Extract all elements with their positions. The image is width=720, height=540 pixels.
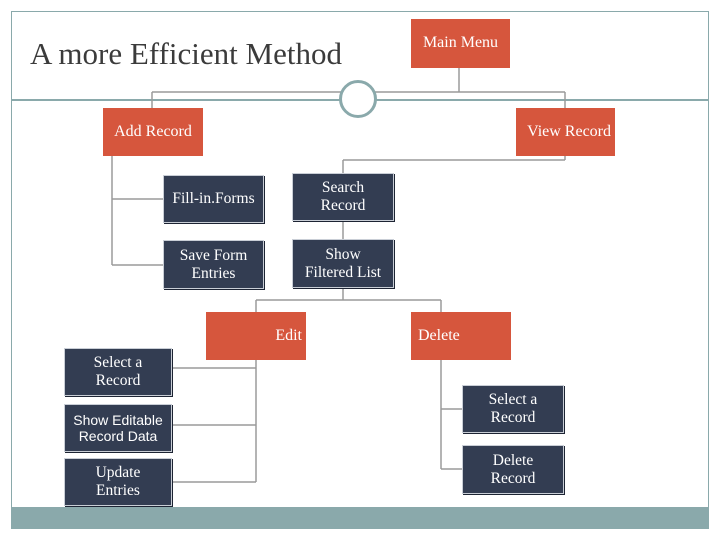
node-save-form-entries: Save Form Entries — [163, 240, 264, 289]
node-search-record: Search Record — [292, 173, 394, 221]
node-delete-select-record: Select a Record — [462, 385, 564, 433]
node-delete-label: Delete — [418, 326, 460, 344]
slide-title: A more Efficient Method — [30, 36, 342, 71]
footer-band — [12, 507, 708, 528]
node-delete-select-record-label: Select a Record — [488, 391, 538, 426]
node-view-record-label: View Record — [527, 122, 611, 140]
node-edit-label: Edit — [275, 326, 302, 344]
node-show-filtered-list-label: Show Filtered List — [304, 245, 382, 281]
node-update-entries: Update Entries — [64, 458, 172, 506]
node-edit-select-record: Select a Record — [64, 348, 172, 396]
node-view-record: View Record — [516, 108, 615, 156]
node-add-record: Add Record — [103, 108, 203, 156]
node-fill-in-forms: Fill-in.Forms — [163, 175, 264, 223]
slide-frame — [11, 11, 709, 529]
node-show-editable-record-data: Show Editable Record Data — [64, 404, 172, 452]
node-fill-in-forms-label: Fill-in.Forms — [172, 190, 255, 208]
node-show-editable-record-data-label: Show Editable Record Data — [73, 411, 163, 444]
node-delete-record-label: Delete Record — [490, 451, 536, 487]
node-edit-select-record-label: Select a Record — [93, 354, 143, 389]
node-delete: Delete — [411, 312, 511, 360]
divider-ring-ornament — [339, 80, 377, 118]
node-update-entries-label: Update Entries — [95, 464, 141, 499]
node-show-filtered-list: Show Filtered List — [292, 239, 394, 288]
node-add-record-label: Add Record — [114, 122, 192, 140]
node-edit: Edit — [206, 312, 306, 360]
node-main-menu-label: Main Menu — [422, 34, 499, 52]
node-search-record-label: Search Record — [320, 179, 366, 214]
node-main-menu: Main Menu — [411, 19, 510, 68]
node-delete-record: Delete Record — [462, 445, 564, 494]
node-save-form-entries-label: Save Form Entries — [179, 246, 248, 282]
